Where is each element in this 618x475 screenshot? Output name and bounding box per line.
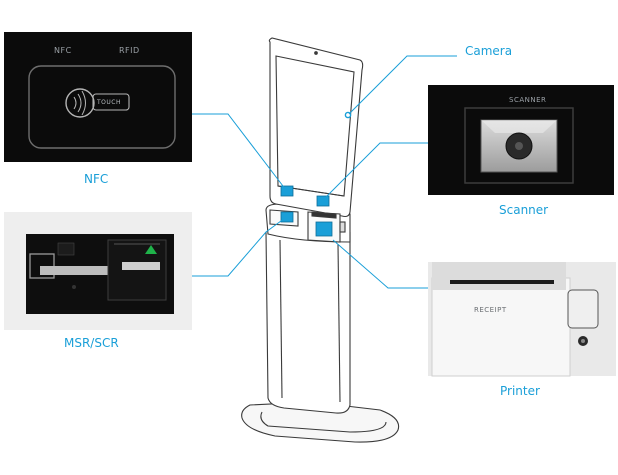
kiosk-highlights <box>280 111 352 237</box>
scanner-panel-title: SCANNER <box>509 96 547 104</box>
nfc-contactless-icon <box>65 88 95 118</box>
nfc-callout <box>192 113 287 191</box>
kiosk-outline <box>241 37 400 443</box>
printer-callout <box>332 239 428 289</box>
printer-module-highlight <box>315 221 333 237</box>
msr-module-highlight <box>280 211 294 223</box>
nfc-panel-title-nfc: NFC <box>54 46 72 55</box>
camera-label: Camera <box>465 44 513 58</box>
scanner-callout <box>322 142 428 201</box>
nfc-panel-title-rfid: RFID <box>119 46 140 55</box>
scanner-label: Scanner <box>499 203 549 217</box>
printer-label: Printer <box>500 384 540 398</box>
scanner-module-highlight <box>316 195 330 207</box>
printer-panel <box>428 262 616 377</box>
nfc-module-highlight <box>280 185 294 197</box>
nfc-panel <box>4 32 192 162</box>
nfc-label: NFC <box>84 172 109 186</box>
scanner-panel <box>428 85 614 195</box>
msr-panel <box>4 212 192 330</box>
insert-arrow-icon <box>145 245 157 254</box>
camera-callout <box>348 55 457 115</box>
nfc-touch-text: TOUCH <box>97 99 121 106</box>
callout-lines <box>192 55 457 289</box>
msr-callout <box>192 217 286 277</box>
msr-scr-label: MSR/SCR <box>64 336 119 350</box>
printer-receipt-text: RECEIPT <box>474 306 507 314</box>
